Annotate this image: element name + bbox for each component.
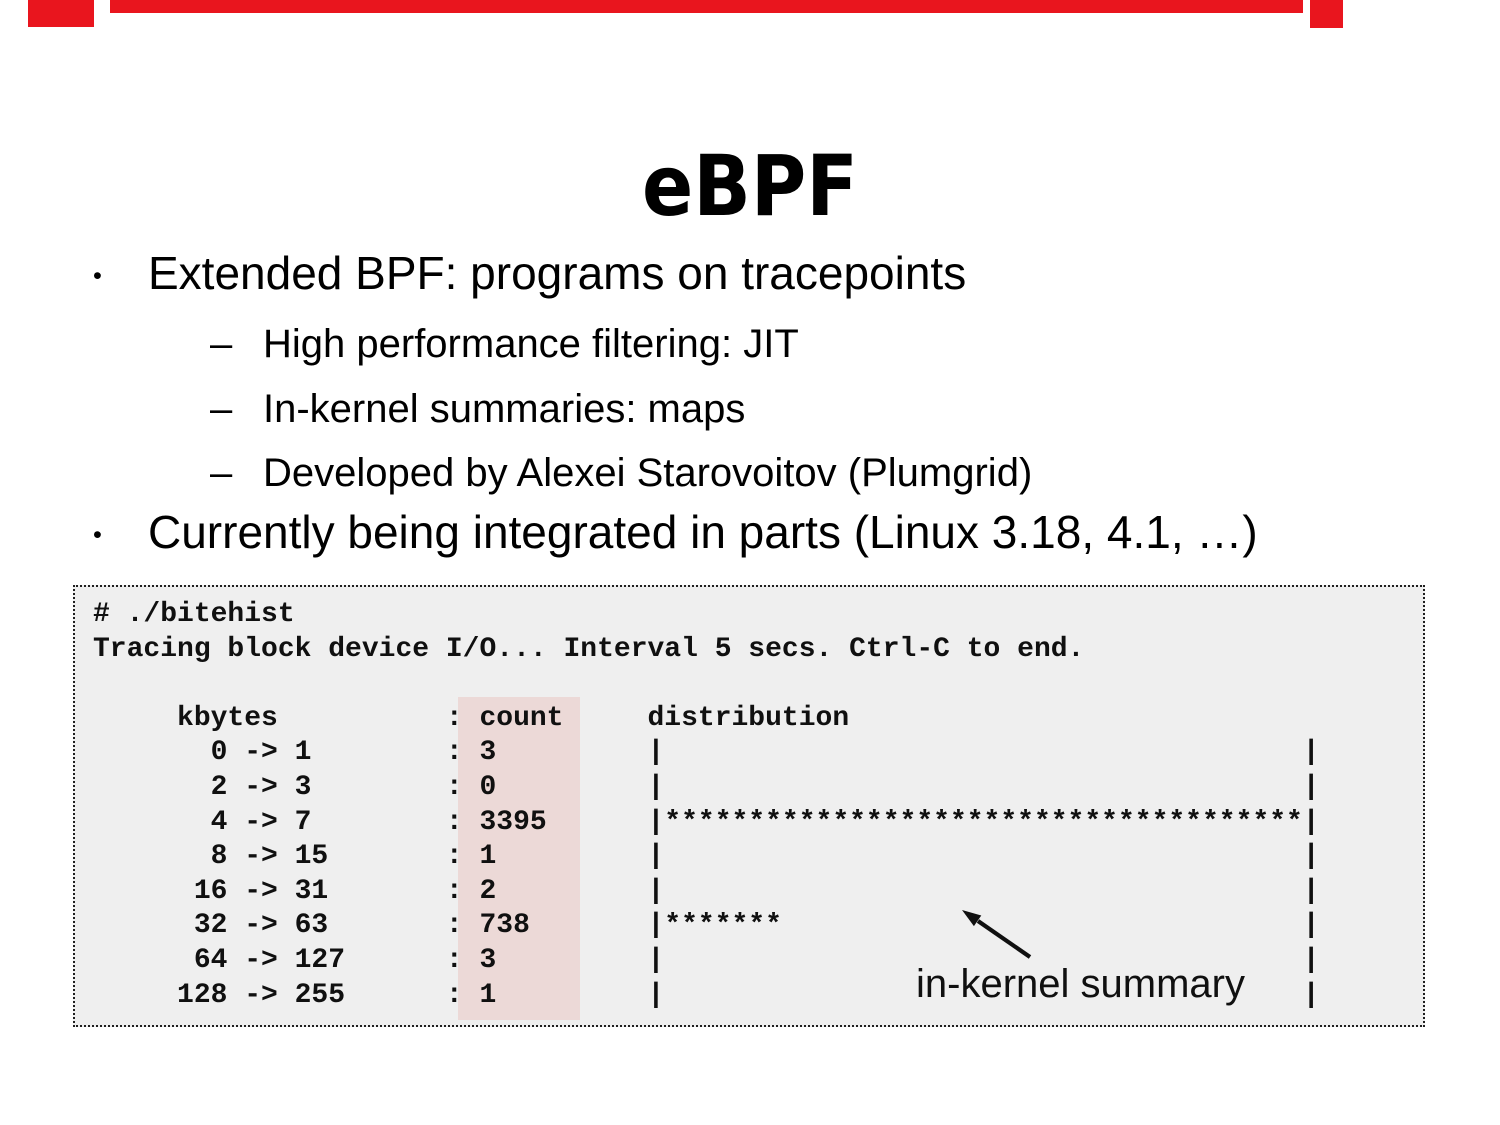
terminal-text: # ./bitehist Tracing block device I/O...… xyxy=(93,599,1320,1011)
bullet-glyph: • xyxy=(93,521,102,550)
sub-bullet-text: Developed by Alexei Starovoitov (Plumgri… xyxy=(263,451,1033,495)
annotation-label: in-kernel summary xyxy=(916,962,1245,1006)
slide-title-text: eBPF xyxy=(642,137,858,236)
red-accent-block-right xyxy=(1310,0,1343,28)
sub-bullet-text: In-kernel summaries: maps xyxy=(263,387,746,431)
sub-bullet-text: High performance filtering: JIT xyxy=(263,322,799,366)
bullet-text: Currently being integrated in parts (Lin… xyxy=(148,506,1258,558)
dash-glyph: – xyxy=(210,322,233,366)
dash-glyph: – xyxy=(210,451,233,495)
sub-bullet-item-2: –In-kernel summaries: maps xyxy=(210,389,745,429)
bullet-item-1: • Extended BPF: programs on tracepoints xyxy=(93,250,966,296)
bullet-glyph: • xyxy=(93,262,102,291)
count-column-highlight xyxy=(458,697,580,1020)
terminal-output-box: # ./bitehist Tracing block device I/O...… xyxy=(73,585,1425,1027)
sub-bullet-item-3: –Developed by Alexei Starovoitov (Plumgr… xyxy=(210,453,1032,493)
annotation-arrow-icon xyxy=(962,910,1032,959)
red-accent-block-left xyxy=(28,0,94,27)
sub-bullet-item-1: –High performance filtering: JIT xyxy=(210,324,799,364)
bullet-item-2: • Currently being integrated in parts (Li… xyxy=(93,509,1258,555)
red-accent-bar xyxy=(110,0,1303,13)
bullet-text: Extended BPF: programs on tracepoints xyxy=(148,247,967,299)
slide-title: eBPF xyxy=(0,144,1500,228)
dash-glyph: – xyxy=(210,387,233,431)
